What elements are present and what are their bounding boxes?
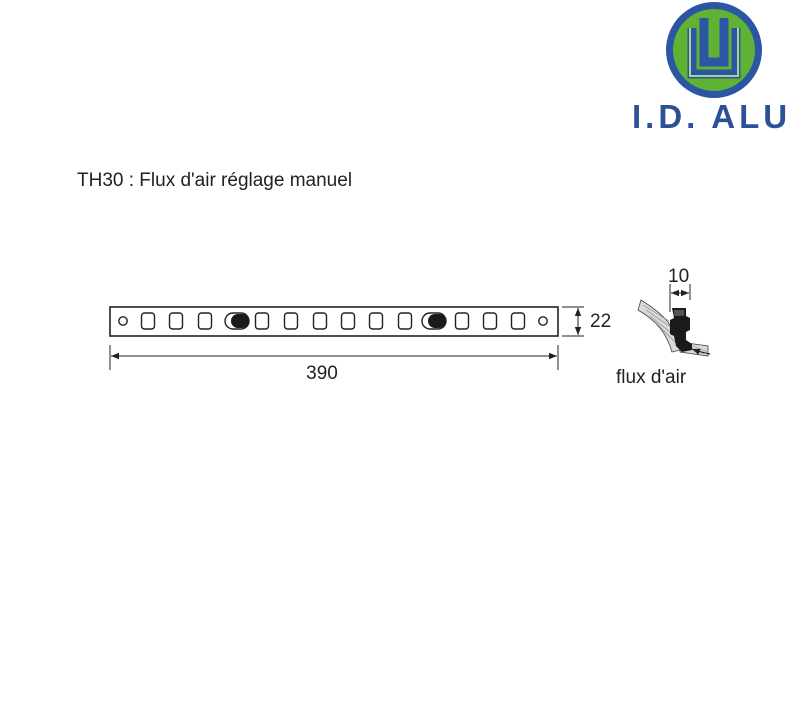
airflow-label: flux d'air [616,367,687,388]
height-dimension [562,306,584,337]
vent-slot [168,312,184,330]
vent-slot [340,312,356,330]
depth-label: 10 [668,266,689,287]
slider-shutter-right [421,312,447,330]
vent-slot [482,312,498,330]
cross-section-view [637,284,711,357]
brand-name: I.D. ALU [632,98,792,135]
vent-slot [140,312,156,330]
mounting-hole-left [118,316,128,326]
logo-symbol [687,18,741,79]
length-dimension [109,345,559,370]
vent-slot [197,312,213,330]
page-title: TH30 : Flux d'air réglage manuel [77,170,353,191]
length-label: 390 [306,363,338,384]
vent-slot [454,312,470,330]
height-label: 22 [590,311,611,332]
vent-slots [140,312,526,330]
vent-slot [368,312,384,330]
vent-slot [510,312,526,330]
id-alu-logo [666,2,762,98]
vent-slot [254,312,270,330]
mounting-hole-right [538,316,548,326]
vent-slot [397,312,413,330]
logo-symbol-highlight [689,28,739,77]
vent-slot [312,312,328,330]
vent-slot [283,312,299,330]
slider-shutter-left [224,312,250,330]
